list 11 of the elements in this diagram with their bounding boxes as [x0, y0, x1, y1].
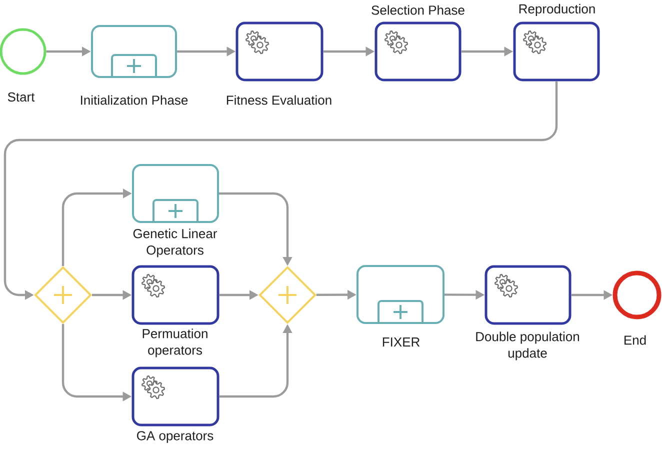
task-label: Reproduction — [519, 4, 595, 16]
event-label: Start — [8, 92, 35, 102]
task-label: GA operators — [137, 431, 214, 443]
task-label: Double population update — [476, 332, 580, 360]
task-label: Selection Phase — [372, 5, 464, 15]
task-label: Initialization Phase — [81, 95, 188, 105]
event-label: End — [624, 335, 646, 345]
task-label: Permuation operators — [142, 328, 208, 358]
task-label: FIXER — [382, 338, 420, 346]
task-label: Fitness Evaluation — [226, 95, 332, 105]
task-label: Genetic Linear Operators — [133, 228, 218, 258]
